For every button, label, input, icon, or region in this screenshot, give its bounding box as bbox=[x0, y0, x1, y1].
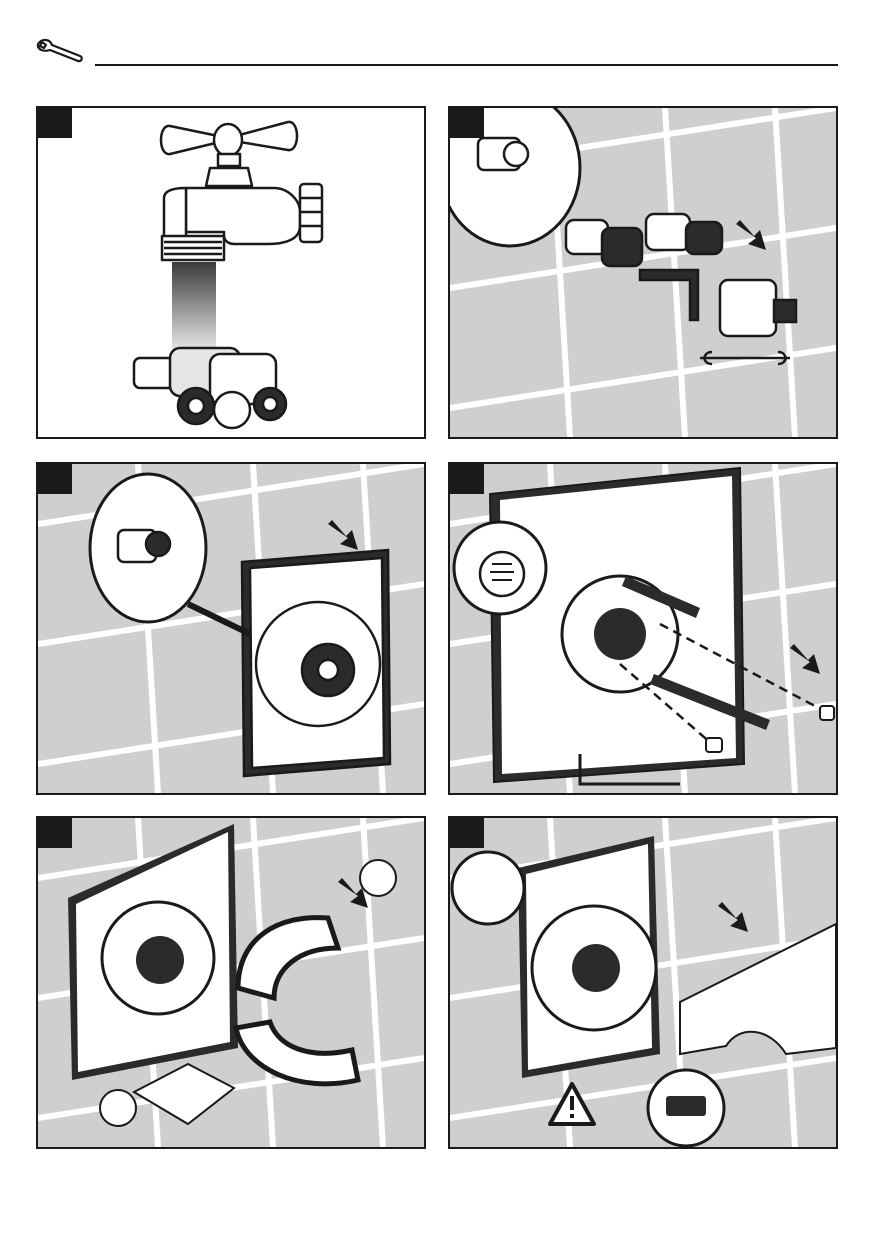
step-2-marker bbox=[450, 108, 484, 138]
step-3-panel bbox=[36, 462, 426, 795]
flush-faucet-icon bbox=[132, 120, 324, 430]
mount-plate-icon bbox=[38, 464, 424, 793]
step-1-marker bbox=[38, 108, 72, 138]
header-rule bbox=[95, 64, 838, 66]
step-3-marker bbox=[38, 464, 72, 494]
step-2-panel bbox=[448, 106, 838, 439]
remove-cartridge-icon bbox=[450, 108, 836, 437]
step-6-panel bbox=[448, 816, 838, 1149]
step-4-marker bbox=[450, 464, 484, 494]
step-6-marker bbox=[450, 818, 484, 848]
fit-cover-warning-icon bbox=[450, 818, 836, 1147]
step-4-panel bbox=[448, 462, 838, 795]
step-5-panel bbox=[36, 816, 426, 1149]
step-5-marker bbox=[38, 818, 72, 848]
wrench-icon bbox=[36, 38, 83, 63]
fit-seal-icon bbox=[38, 818, 424, 1147]
screw-plate-icon bbox=[450, 464, 836, 793]
step-1-panel bbox=[36, 106, 426, 439]
